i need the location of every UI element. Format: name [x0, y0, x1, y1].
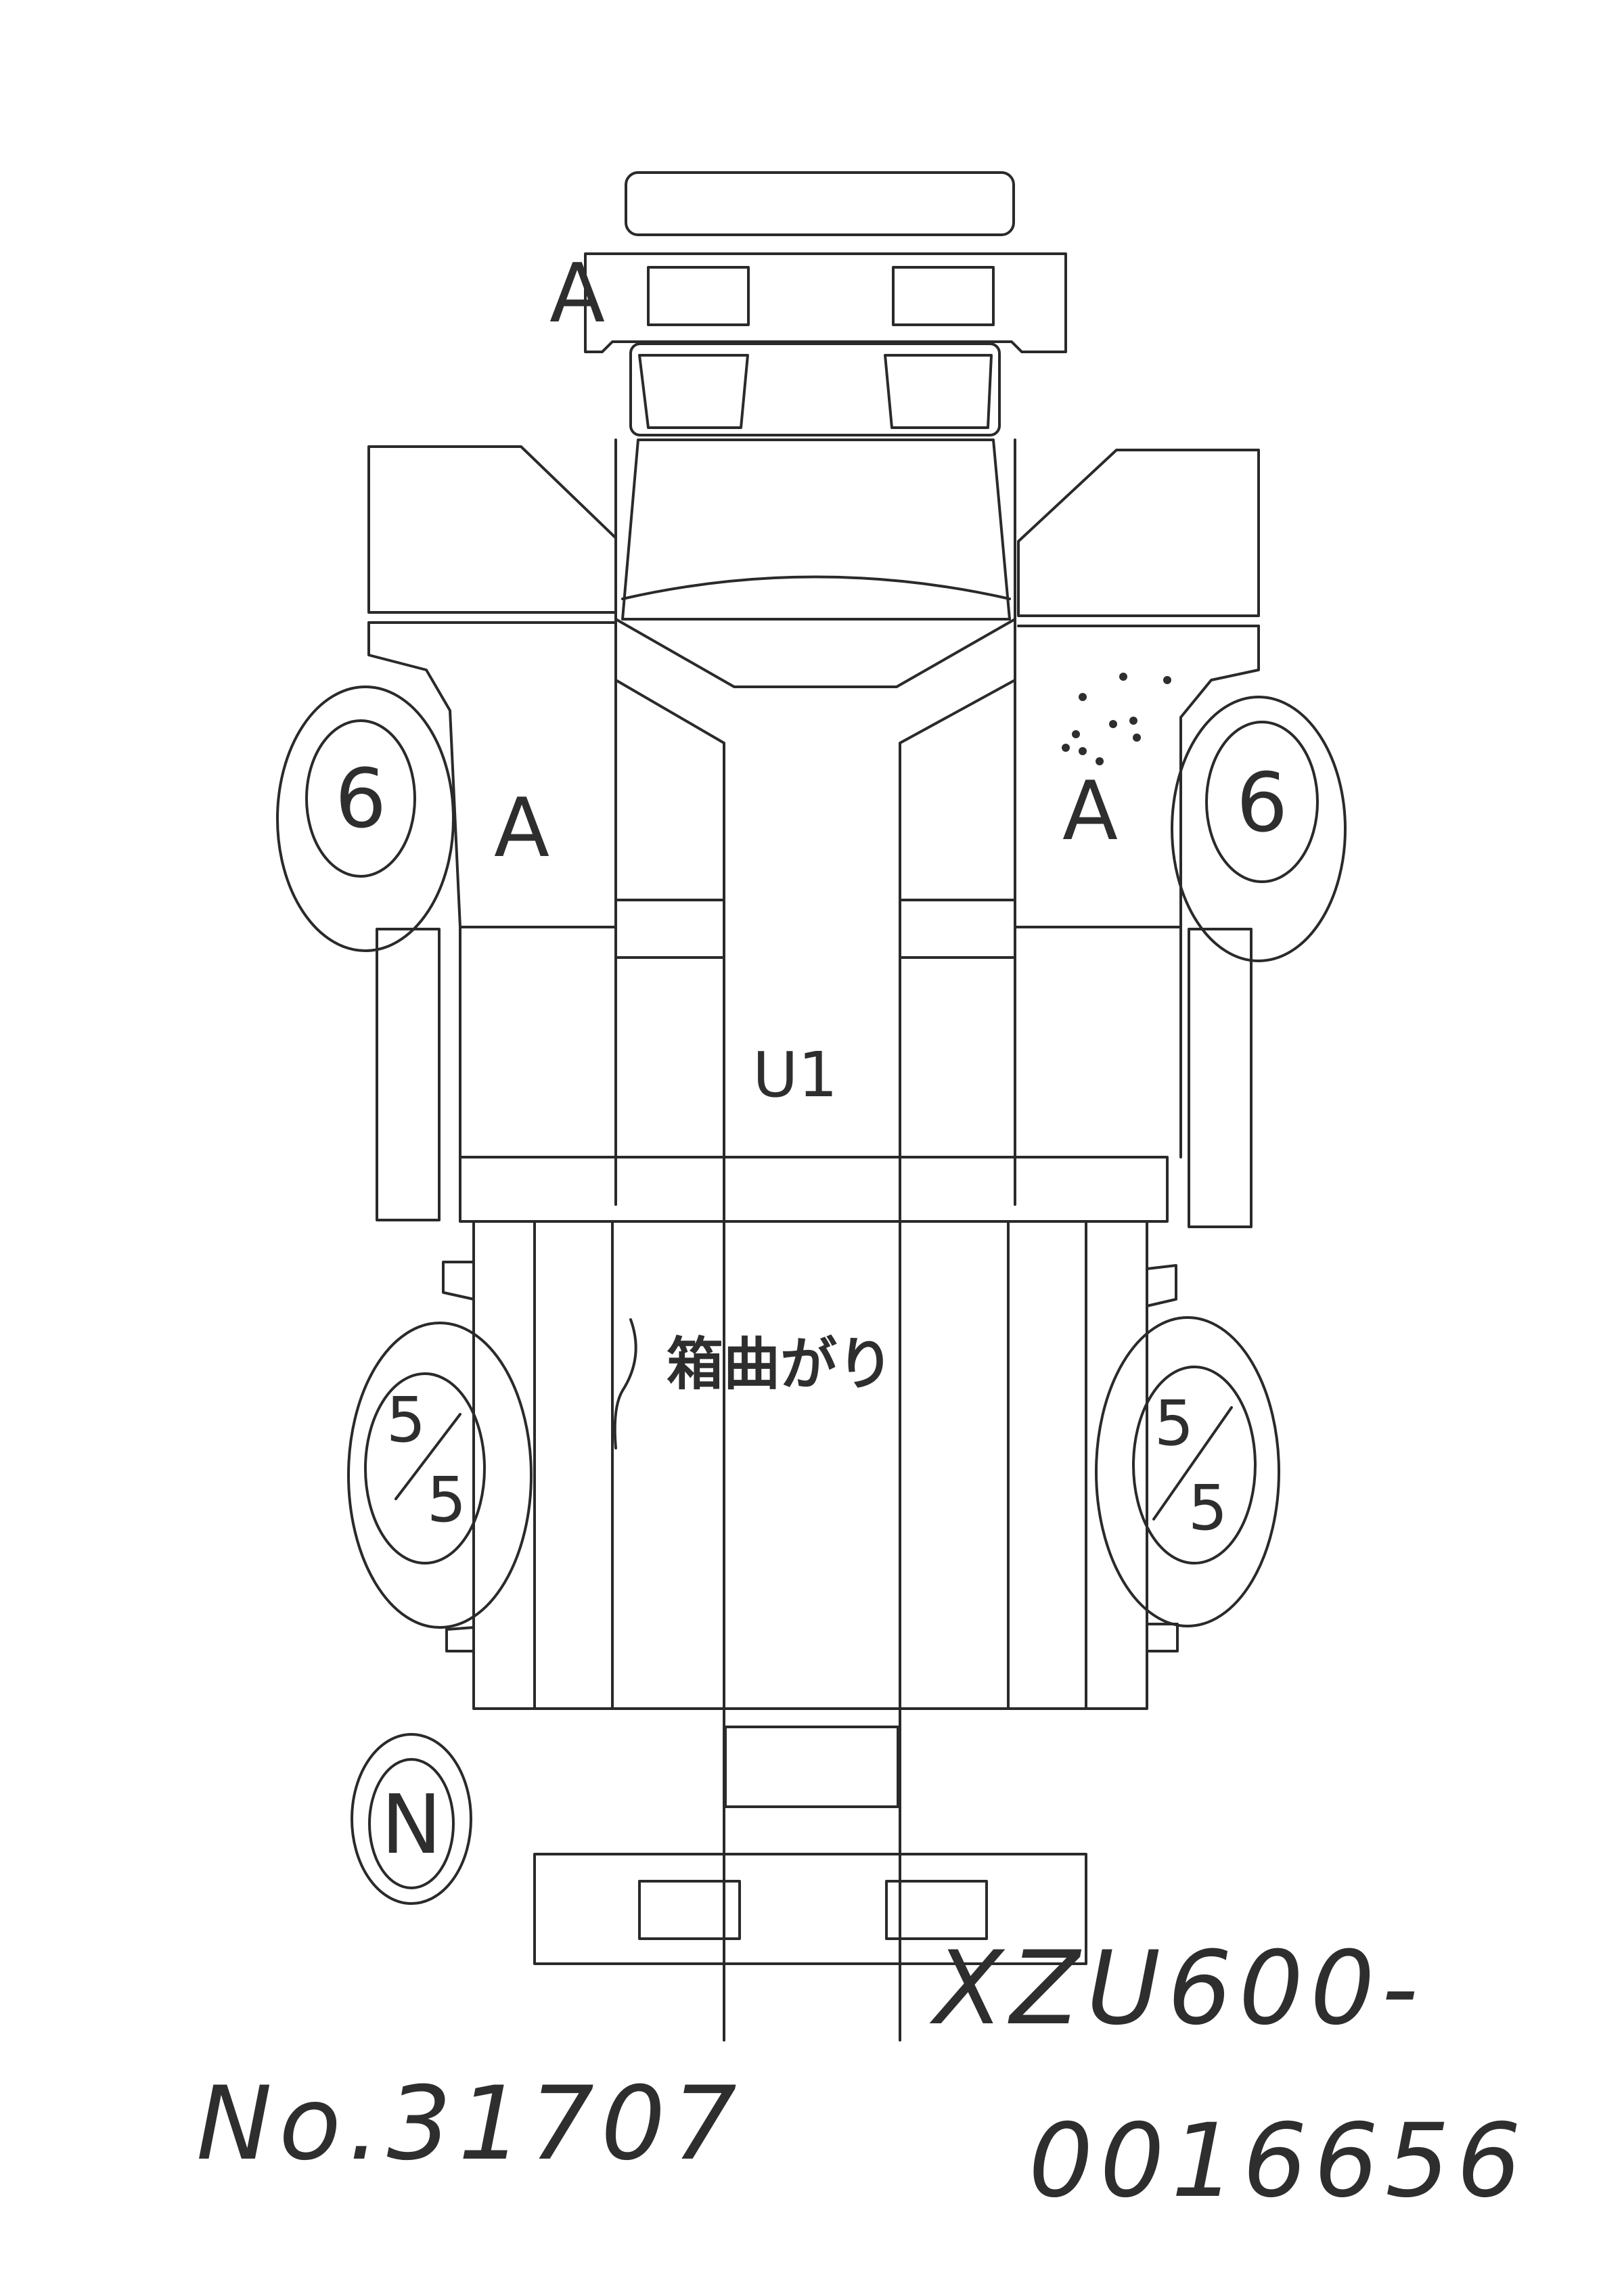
- rear-bumper: [533, 1853, 1087, 1965]
- front-left-tire-grade: 6: [335, 752, 386, 847]
- chassis-number-line2: 0016656: [1029, 2102, 1528, 2220]
- rear-right-tire-slash: [1152, 1406, 1233, 1521]
- front-bumper-damage-code: A: [549, 247, 605, 341]
- lot-number: No.31707: [196, 2065, 744, 2183]
- cargo-bed-note: 箱曲がり: [667, 1331, 894, 1397]
- spare-tire: N: [351, 1733, 472, 1905]
- left-door-panel: [367, 621, 725, 1158]
- rear-right-tire: 5 5: [1095, 1316, 1280, 1627]
- chassis-number-line1: XZU600-: [929, 1930, 1425, 2048]
- rear-right-tire-grade-top: 5: [1154, 1387, 1194, 1460]
- cab-floor-damage-code: U1: [752, 1039, 838, 1111]
- right-door-damage-code: A: [1062, 765, 1118, 859]
- rust-dots: [1062, 673, 1171, 765]
- cab-back-crossbar: [459, 1156, 1169, 1223]
- right-side-step: [1188, 928, 1253, 1228]
- right-mirror: [1017, 449, 1260, 627]
- cab-pillars: [614, 438, 1016, 2042]
- rear-left-tire-grade-top: 5: [386, 1384, 426, 1456]
- rear-left-tire-grade-bottom: 5: [427, 1464, 467, 1536]
- front-left-tire: 6: [276, 685, 455, 952]
- right-door-panel: [899, 625, 1260, 1158]
- headlight-panel: [629, 342, 1001, 436]
- left-side-step: [376, 928, 441, 1221]
- cab-roof: [614, 438, 1016, 688]
- front-right-tire-grade: 6: [1236, 757, 1288, 851]
- rear-hitch: [724, 1726, 899, 1808]
- front-bumper: [584, 252, 1067, 353]
- cargo-note-bracket: [613, 1318, 637, 1449]
- cargo-bed: [442, 1220, 1179, 1710]
- rear-left-tire-slash: [394, 1413, 461, 1500]
- left-mirror: [367, 445, 617, 624]
- rear-right-tire-grade-bottom: 5: [1188, 1472, 1228, 1544]
- left-door-damage-code: A: [494, 782, 549, 876]
- spare-tire-grade: N: [381, 1778, 442, 1872]
- front-grille-bar: [625, 171, 1015, 236]
- rear-left-tire: 5 5: [347, 1322, 533, 1629]
- front-right-tire: 6: [1171, 696, 1347, 962]
